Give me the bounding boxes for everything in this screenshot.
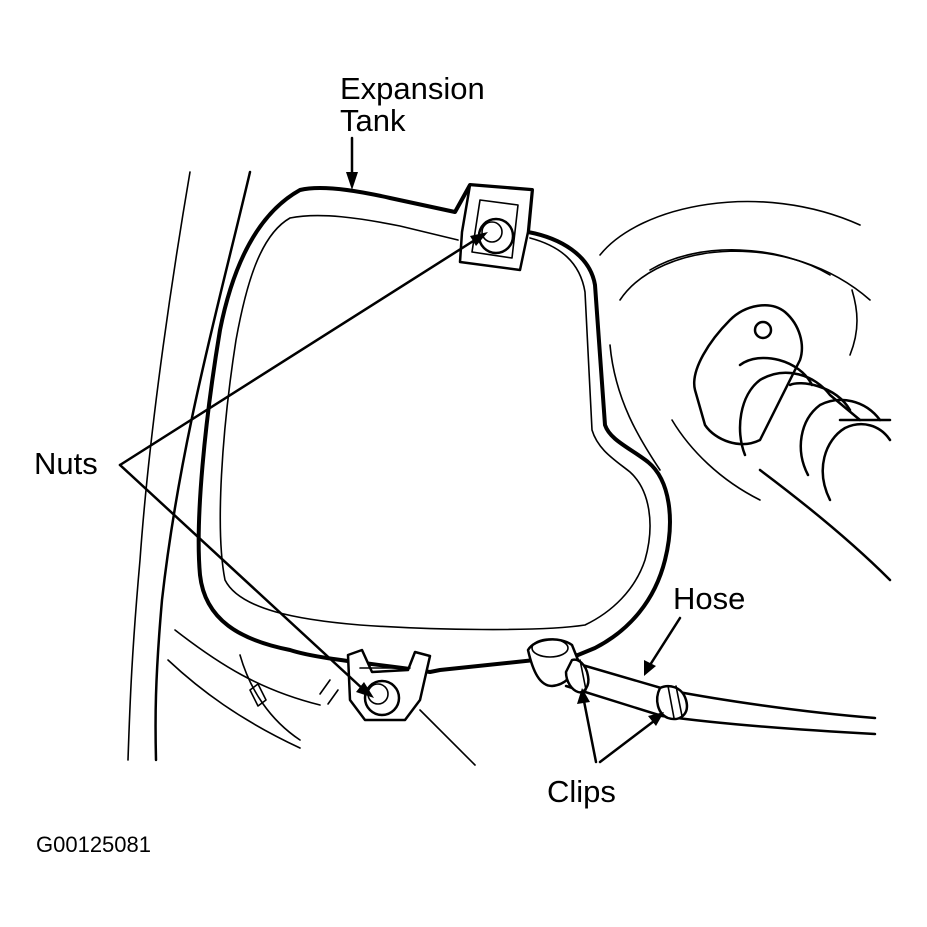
figure-code: G00125081 xyxy=(36,832,151,857)
hose xyxy=(564,658,877,736)
leader-lines xyxy=(118,136,682,764)
label-expansion-line1: Expansion xyxy=(340,71,485,106)
label-hose: Hose xyxy=(673,581,745,616)
label-expansion-line2: Tank xyxy=(340,103,406,138)
body-panel-lines xyxy=(127,170,476,766)
hose-clip-1 xyxy=(564,658,590,694)
label-clips: Clips xyxy=(547,774,616,809)
label-nuts: Nuts xyxy=(34,446,98,481)
bottom-nut-icon xyxy=(363,679,401,717)
hose-clip-2 xyxy=(656,684,689,721)
expansion-tank xyxy=(196,183,672,674)
background-pipe xyxy=(599,200,892,582)
